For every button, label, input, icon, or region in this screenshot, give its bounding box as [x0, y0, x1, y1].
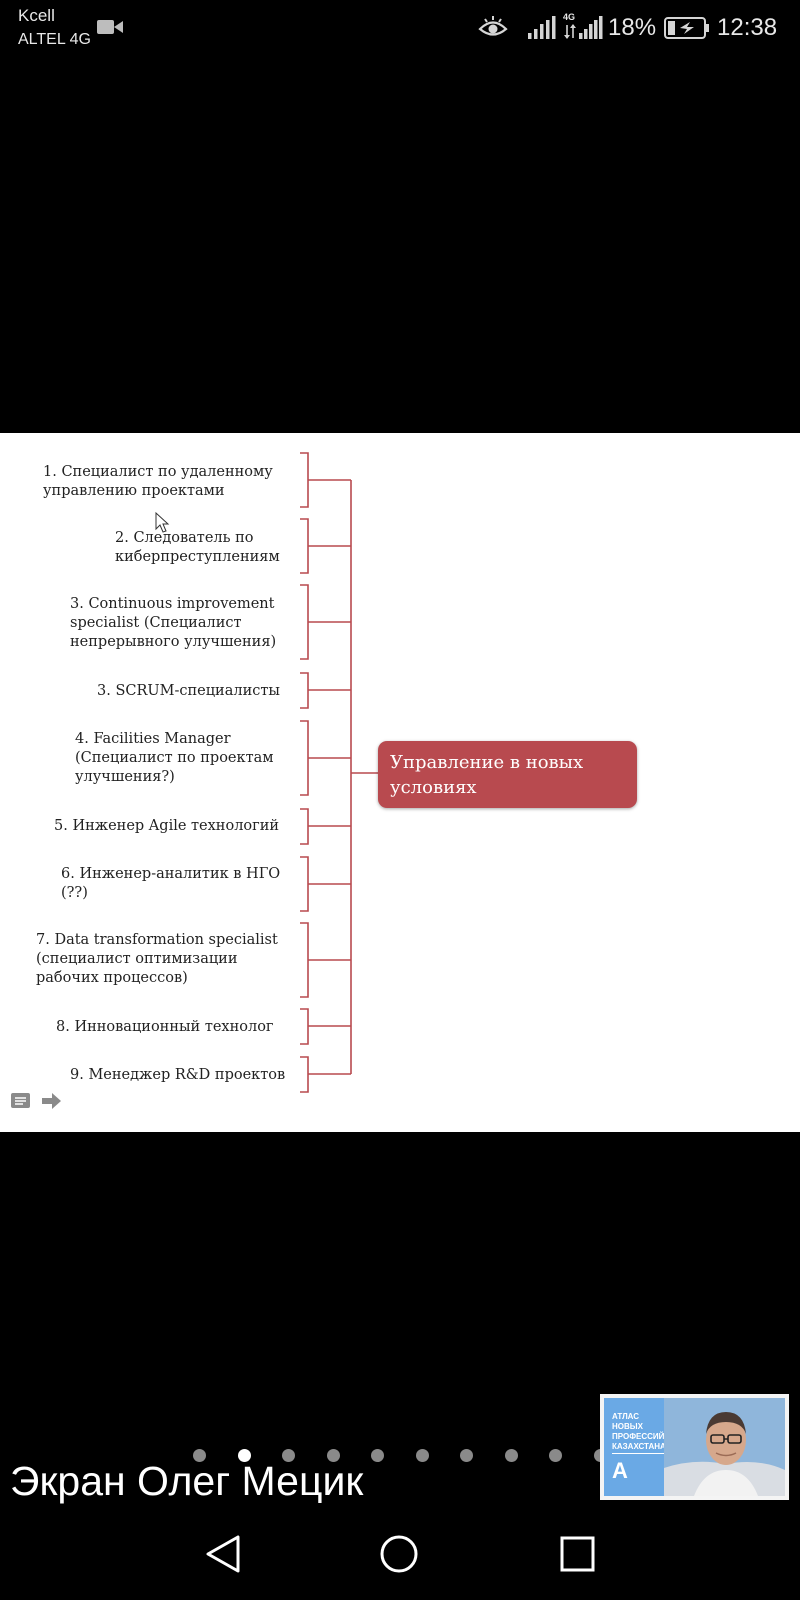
page-dot[interactable] — [460, 1449, 473, 1462]
logo-mark: A — [612, 1458, 628, 1483]
battery-charging-icon — [664, 17, 709, 39]
participant-video-thumbnail[interactable]: АТЛАС НОВЫХ ПРОФЕССИЙ КАЗАХСТАНА A — [600, 1394, 789, 1500]
list-item-10: 9. Менеджер R&D проектов — [70, 1067, 286, 1083]
page-dot[interactable] — [371, 1449, 384, 1462]
bracket-1 — [300, 452, 309, 508]
home-icon[interactable] — [379, 1534, 419, 1574]
eye-icon — [478, 16, 508, 36]
list-item-2: 2. Следователь по киберпреступлениям — [115, 530, 280, 565]
logo-divider — [612, 1453, 672, 1454]
list-item-4: 3. SCRUM-специалисты — [97, 683, 280, 699]
page-dot[interactable] — [326, 1449, 340, 1462]
page-dot[interactable] — [549, 1449, 562, 1462]
list-item-3: 3. Continuous improvement specialist (Сп… — [70, 596, 277, 650]
bracket-4 — [300, 672, 309, 709]
screen-share-caption: Экран Олег Мецик — [10, 1458, 364, 1504]
tree-connectors — [155, 452, 378, 1093]
network-type-label: 4G — [563, 12, 576, 22]
back-icon[interactable] — [204, 1534, 242, 1574]
video-camera-icon — [97, 20, 123, 34]
bracket-6 — [300, 808, 309, 845]
status-bar: Kcell ALTEL 4G 4G 18% 12:38 — [0, 0, 800, 56]
page-dot[interactable] — [282, 1449, 295, 1462]
bracket-7 — [300, 856, 309, 912]
battery-percent: 18% — [608, 14, 657, 41]
recents-icon[interactable] — [559, 1534, 597, 1574]
central-node-label: Управление в новых условиях — [390, 752, 584, 798]
bracket-5 — [300, 720, 309, 796]
video-frame: АТЛАС НОВЫХ ПРОФЕССИЙ КАЗАХСТАНА A — [604, 1398, 785, 1496]
list-item-7: 6. Инженер-аналитик в НГО (??) — [61, 866, 281, 901]
signal-icon — [528, 16, 556, 39]
mouse-cursor-icon — [155, 511, 170, 533]
page-dot[interactable] — [237, 1449, 251, 1462]
atlas-logo-text: АТЛАС НОВЫХ ПРОФЕССИЙ КАЗАХСТАНА — [612, 1412, 666, 1451]
next-arrow-icon[interactable] — [41, 1092, 63, 1110]
list-item-6: 5. Инженер Agile технологий — [54, 818, 280, 834]
person-silhouette — [664, 1398, 785, 1496]
carrier-primary: Kcell — [18, 6, 55, 25]
signal-4g-icon — [564, 16, 603, 39]
page-dot[interactable] — [193, 1449, 206, 1462]
bracket-3 — [300, 584, 309, 660]
bracket-8 — [300, 922, 309, 998]
bracket-2 — [300, 518, 309, 574]
bracket-10 — [300, 1056, 309, 1093]
carrier-secondary: ALTEL 4G — [18, 31, 91, 48]
notes-icon[interactable] — [10, 1092, 32, 1110]
page-dot[interactable] — [504, 1449, 518, 1462]
page-dot[interactable] — [415, 1449, 429, 1462]
list-item-1: 1. Специалист по удаленному управлению п… — [43, 464, 273, 499]
navigation-bar — [0, 1520, 800, 1600]
shared-slide: 1. Специалист по удаленному управлению п… — [0, 433, 800, 1132]
central-node: Управление в новых условиях — [378, 741, 637, 808]
list-item-9: 8. Инновационный технолог — [56, 1019, 274, 1035]
list-item-8: 7. Data transformation specialist (специ… — [36, 932, 278, 986]
list-item-5: 4. Facilities Manager (Специалист по про… — [75, 731, 274, 785]
clock: 12:38 — [717, 14, 778, 41]
bracket-9 — [300, 1008, 309, 1045]
